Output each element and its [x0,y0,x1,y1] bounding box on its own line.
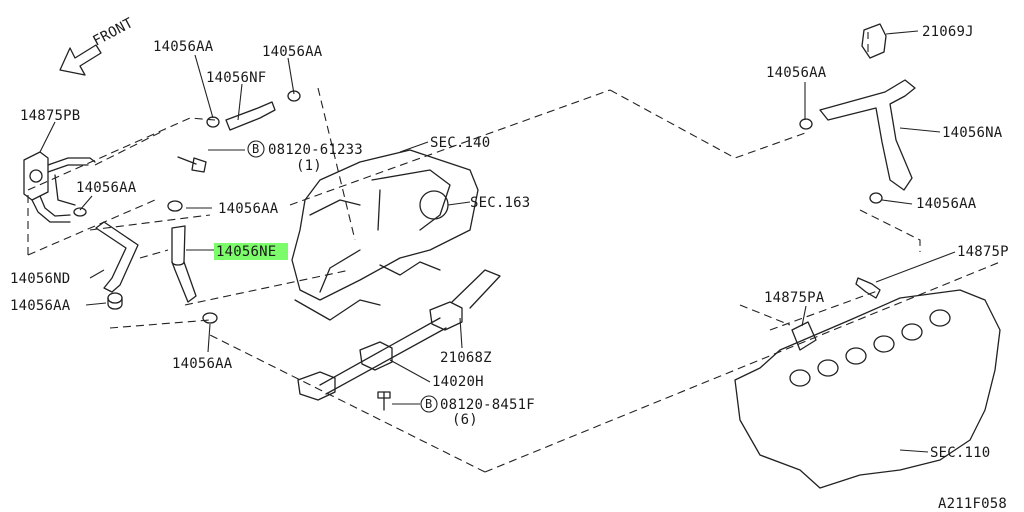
clamp-14056aa-mid[interactable] [167,200,183,212]
callout-sec110[interactable]: SEC.110 [930,445,990,461]
figure-id: A211F058 [938,496,1007,512]
hose-14056na[interactable] [819,79,916,191]
callout-14056aa[interactable]: 14056AA [10,298,71,314]
clamp-14056aa-bottom[interactable] [202,312,218,324]
callout-08120-61233-qty: (1) [296,158,322,174]
callout-08120-8451f[interactable]: 08120-8451F [440,397,535,413]
selected-part-highlight [214,243,288,260]
cylinder-head-sec110 [734,289,1001,489]
callout-14056aa[interactable]: 14056AA [766,65,827,81]
clamp-14056aa-right-mid[interactable] [869,192,883,204]
callout-14056nd[interactable]: 14056ND [10,271,70,287]
callouts: 14056AA 14056AA 14056NF 14875PB 08120-61… [10,24,1009,512]
clamp-14056aa-upper-left[interactable] [73,207,87,217]
callout-14875pa[interactable]: 14875PA [764,290,825,306]
callout-14056aa[interactable]: 14056AA [172,356,233,372]
bolt-08120-8451f[interactable] [377,391,391,411]
bolt-marker-1: B [247,140,265,158]
clamp-14056aa-top2[interactable] [287,90,301,102]
callout-14056nf[interactable]: 14056NF [206,70,266,86]
hose-14056nd[interactable] [95,221,139,293]
clamp-14056aa-left[interactable] [107,292,123,310]
valve-14875p[interactable] [855,277,881,299]
callout-21068z[interactable]: 21068Z [440,350,492,366]
callout-14875pb[interactable]: 14875PB [20,108,80,124]
callout-14056aa[interactable]: 14056AA [262,44,323,60]
callout-14056aa[interactable]: 14056AA [76,180,137,196]
hose-14056ne[interactable] [171,225,197,303]
callout-14020h[interactable]: 14020H [432,374,484,390]
callout-14056na[interactable]: 14056NA [942,125,1003,141]
front-direction-arrow [59,44,102,76]
front-label: FRONT [90,15,136,50]
callout-14056aa[interactable]: 14056AA [218,201,279,217]
bolt-marker-2: B [420,395,438,413]
callout-sec140[interactable]: SEC.140 [430,135,490,151]
callout-14056ne[interactable]: 14056NE [216,244,276,260]
clamp-14056aa-top1[interactable] [206,116,220,128]
clamp-14056aa-right-top[interactable] [799,118,813,130]
callout-08120-61233[interactable]: 08120-61233 [268,142,363,158]
injector-21068z[interactable] [451,269,501,309]
fuel-rail-14020h[interactable] [297,301,463,401]
leader-lines [39,30,956,453]
callout-sec163[interactable]: SEC.163 [470,195,530,211]
assembly-boundaries [27,32,1001,473]
svg-text:B: B [252,142,259,156]
callout-14875p[interactable]: 14875P [957,244,1009,260]
intake-manifold-sec140 [291,149,479,321]
hose-14056nf[interactable] [225,101,276,131]
svg-text:B: B [425,397,432,411]
callout-14056aa[interactable]: 14056AA [153,39,214,55]
bolt-08120-61233[interactable] [177,156,207,173]
callout-21069j[interactable]: 21069J [922,24,974,40]
callout-08120-8451f-qty: (6) [452,412,478,428]
callout-14056aa[interactable]: 14056AA [916,196,977,212]
connector-21069j[interactable] [861,23,887,59]
